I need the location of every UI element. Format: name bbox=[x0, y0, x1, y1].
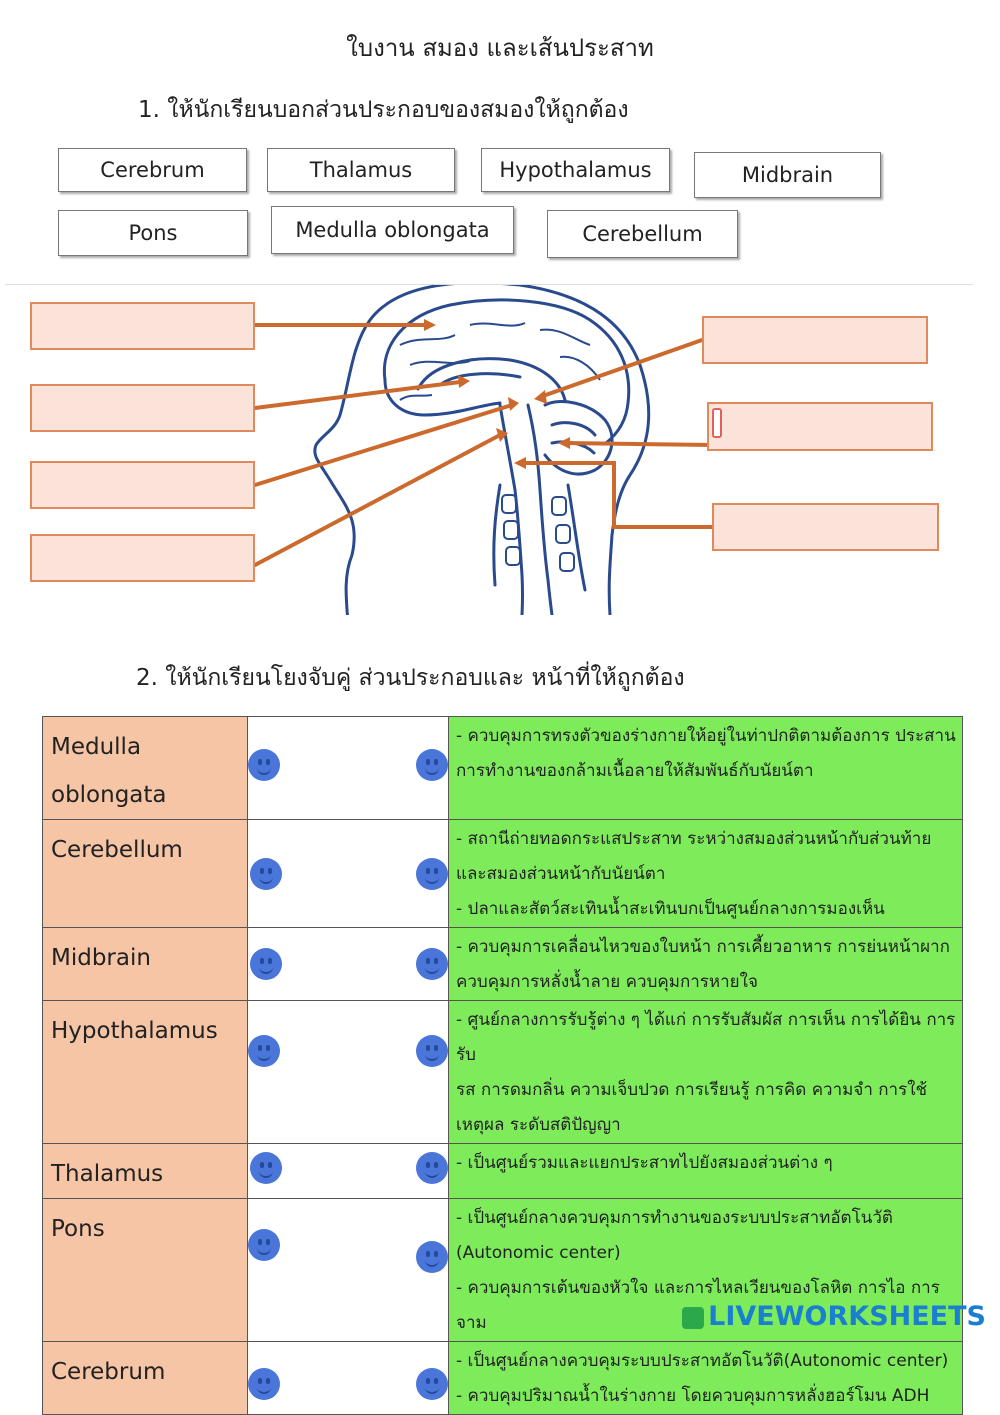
right-connector-dot[interactable] bbox=[416, 858, 448, 890]
function-text: - ควบคุมการทรงตัวของร่างกายให้อยู่ในท่าป… bbox=[456, 726, 956, 746]
part-label: Pons bbox=[51, 1216, 105, 1242]
left-connector-dot[interactable] bbox=[250, 948, 282, 980]
function-text: - ควบคุมการเคลื่อนไหวของใบหน้า การเคี้ยว… bbox=[456, 937, 950, 957]
word-cerebrum[interactable]: Cerebrum bbox=[58, 148, 247, 192]
function-cell: - ศูนย์กลางการรับรู้ต่าง ๆ ได้แก่ การรับ… bbox=[449, 1001, 963, 1144]
left-connector-dot[interactable] bbox=[248, 1229, 280, 1261]
function-text: - เป็นศูนย์รวมและแยกประสาทไปยังสมองส่วนต… bbox=[456, 1153, 833, 1173]
function-text: และสมองส่วนหน้ากับนัยน์ตา bbox=[456, 864, 665, 884]
part-label: Midbrain bbox=[51, 945, 151, 971]
part-label: Medulla bbox=[51, 734, 141, 760]
match-row: Hypothalamus - ศูนย์กลางการรับรู้ต่าง ๆ … bbox=[43, 1001, 963, 1144]
brand-text: LIVEWORKSHEETS bbox=[708, 1301, 986, 1332]
left-connector-dot[interactable] bbox=[248, 749, 280, 781]
part-cell: Midbrain bbox=[43, 928, 248, 1001]
label-dropzone-2[interactable] bbox=[30, 384, 255, 432]
right-connector-dot[interactable] bbox=[416, 1368, 448, 1400]
function-text: การทำงานของกล้ามเนื้อลายให้สัมพันธ์กับนั… bbox=[456, 761, 814, 781]
part-label: oblongata bbox=[51, 782, 167, 808]
connector-cell bbox=[248, 1342, 449, 1415]
text-cursor bbox=[712, 408, 722, 438]
label-dropzone-3[interactable] bbox=[30, 461, 255, 509]
match-row: Midbrain - ควบคุมการเคลื่อนไหวของใบหน้า … bbox=[43, 928, 963, 1001]
right-connector-dot[interactable] bbox=[416, 948, 448, 980]
liveworksheets-icon bbox=[682, 1307, 704, 1329]
function-text: - ปลาและสัตว์สะเทินน้ำสะเทินบกเป็นศูนย์ก… bbox=[456, 899, 885, 919]
label-dropzone-4[interactable] bbox=[30, 534, 255, 582]
function-cell: - ควบคุมการเคลื่อนไหวของใบหน้า การเคี้ยว… bbox=[449, 928, 963, 1001]
left-connector-dot[interactable] bbox=[248, 1035, 280, 1067]
label-dropzone-6[interactable] bbox=[707, 402, 933, 451]
brand-logo: LIVEWORKSHEETS bbox=[682, 1301, 986, 1332]
left-connector-dot[interactable] bbox=[250, 1152, 282, 1184]
word-pons[interactable]: Pons bbox=[58, 210, 248, 256]
match-row: Thalamus - เป็นศูนย์รวมและแยกประสาทไปยัง… bbox=[43, 1144, 963, 1199]
question-2: 2. ให้นักเรียนโยงจับคู่ ส่วนประกอบและ หน… bbox=[136, 660, 685, 696]
function-text: เหตุผล ระดับสติปัญญา bbox=[456, 1115, 621, 1135]
part-cell: Thalamus bbox=[43, 1144, 248, 1199]
function-text: - ควบคุมปริมาณน้ำในร่างกาย โดยควบคุมการห… bbox=[456, 1386, 929, 1406]
part-cell: Pons bbox=[43, 1199, 248, 1342]
function-cell: - เป็นศูนย์รวมและแยกประสาทไปยังสมองส่วนต… bbox=[449, 1144, 963, 1199]
worksheet-title: ใบงาน สมอง และเส้นประสาท bbox=[0, 28, 1000, 67]
word-hypothalamus[interactable]: Hypothalamus bbox=[481, 148, 670, 192]
function-text: - เป็นศูนย์กลางควบคุมการทำงานของระบบประส… bbox=[456, 1208, 893, 1228]
function-text: (Autonomic center) bbox=[456, 1243, 621, 1263]
word-thalamus[interactable]: Thalamus bbox=[267, 148, 455, 192]
function-text: - ศูนย์กลางการรับรู้ต่าง ๆ ได้แก่ การรับ… bbox=[456, 1010, 955, 1065]
label-dropzone-7[interactable] bbox=[712, 503, 939, 551]
right-connector-dot[interactable] bbox=[416, 749, 448, 781]
function-text: - เป็นศูนย์กลางควบคุมระบบประสาทอัตโนวัติ… bbox=[456, 1351, 948, 1371]
word-medulla-oblongata[interactable]: Medulla oblongata bbox=[271, 206, 514, 254]
function-text: รส การดมกลิ่น ความเจ็บปวด การเรียนรู้ กา… bbox=[456, 1080, 927, 1100]
match-row: Cerebrum - เป็นศูนย์กลางควบคุมระบบประสาท… bbox=[43, 1342, 963, 1415]
part-label: Hypothalamus bbox=[51, 1018, 218, 1044]
right-connector-dot[interactable] bbox=[416, 1241, 448, 1273]
word-midbrain[interactable]: Midbrain bbox=[694, 152, 881, 198]
connector-cell bbox=[248, 1001, 449, 1144]
match-row: Cerebellum - สถานีถ่ายทอดกระแสประสาท ระห… bbox=[43, 820, 963, 928]
label-dropzone-1[interactable] bbox=[30, 302, 255, 350]
part-cell: Cerebellum bbox=[43, 820, 248, 928]
left-connector-dot[interactable] bbox=[248, 1368, 280, 1400]
function-cell: - เป็นศูนย์กลางควบคุมระบบประสาทอัตโนวัติ… bbox=[449, 1342, 963, 1415]
right-connector-dot[interactable] bbox=[416, 1035, 448, 1067]
part-cell: Cerebrum bbox=[43, 1342, 248, 1415]
part-label: Cerebrum bbox=[51, 1359, 165, 1385]
match-row: Medulla oblongata - ควบคุมการทรงตัวของร่า… bbox=[43, 717, 963, 820]
function-cell: - สถานีถ่ายทอดกระแสประสาท ระหว่างสมองส่ว… bbox=[449, 820, 963, 928]
function-cell: - ควบคุมการทรงตัวของร่างกายให้อยู่ในท่าป… bbox=[449, 717, 963, 820]
connector-cell bbox=[248, 928, 449, 1001]
part-label: Thalamus bbox=[51, 1161, 163, 1187]
part-cell: Hypothalamus bbox=[43, 1001, 248, 1144]
function-text: ควบคุมการหลั่งน้ำลาย ควบคุมการหายใจ bbox=[456, 972, 758, 992]
connector-cell bbox=[248, 1199, 449, 1342]
part-cell: Medulla oblongata bbox=[43, 717, 248, 820]
left-connector-dot[interactable] bbox=[250, 858, 282, 890]
label-dropzone-5[interactable] bbox=[702, 316, 928, 364]
connector-cell bbox=[248, 717, 449, 820]
part-label: Cerebellum bbox=[51, 837, 183, 863]
question-1: 1. ให้นักเรียนบอกส่วนประกอบของสมองให้ถูก… bbox=[138, 92, 629, 128]
word-cerebellum[interactable]: Cerebellum bbox=[547, 210, 738, 258]
connector-cell bbox=[248, 1144, 449, 1199]
connector-cell bbox=[248, 820, 449, 928]
right-connector-dot[interactable] bbox=[416, 1152, 448, 1184]
function-text: - สถานีถ่ายทอดกระแสประสาท ระหว่างสมองส่ว… bbox=[456, 829, 931, 849]
